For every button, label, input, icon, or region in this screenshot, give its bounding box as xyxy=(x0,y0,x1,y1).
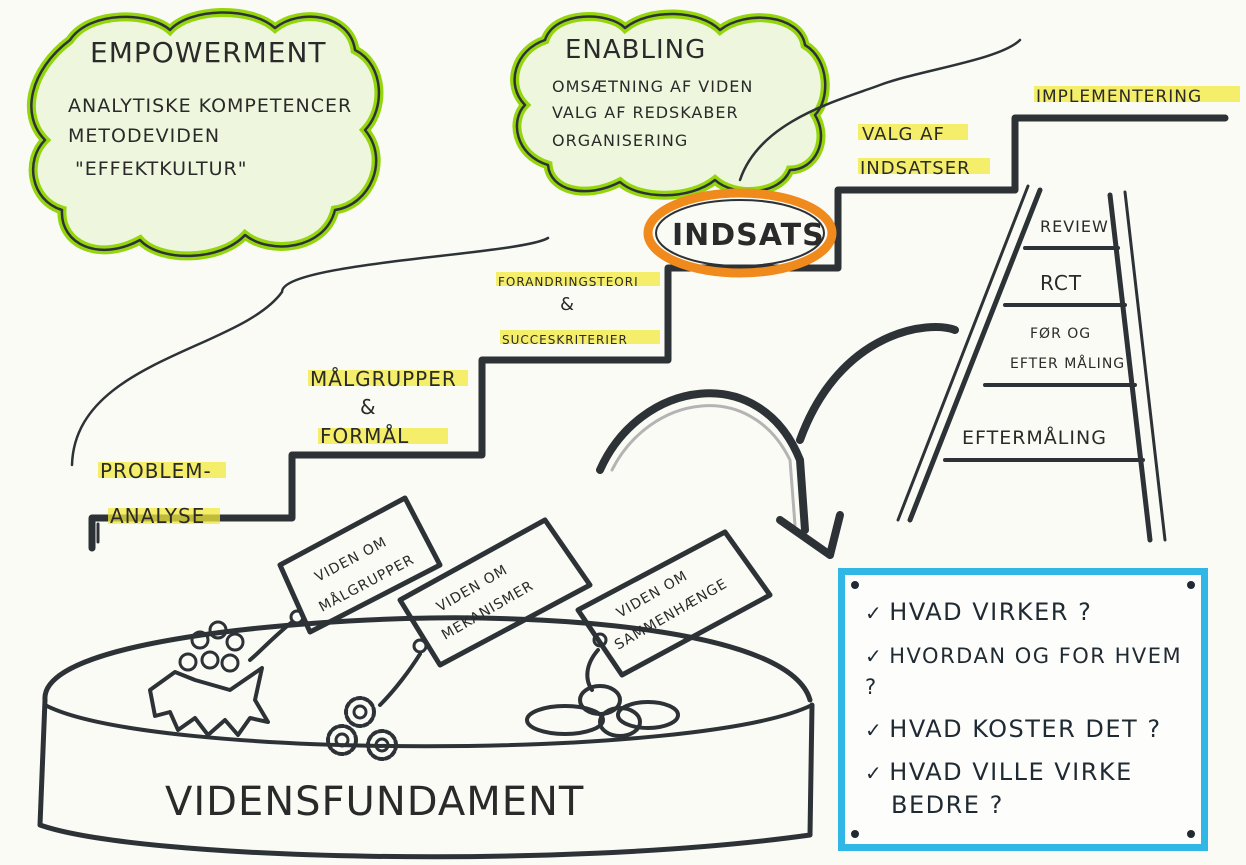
curved-arrows xyxy=(596,323,959,559)
enabling-brace xyxy=(738,38,1022,182)
step-problem-line2: ANALYSE xyxy=(110,504,205,528)
question-text: HVAD VILLE VIRKE xyxy=(889,758,1133,786)
enabling-line-2: VALG AF REDSKABER xyxy=(552,103,739,122)
question-item: ✓HVAD VILLE VIRKE xyxy=(865,757,1201,788)
question-item-continued: BEDRE ? xyxy=(865,790,1201,820)
step-forandring-line3: SUCCESKRITERIER xyxy=(502,333,628,347)
enabling-line-1: OMSÆTNING AF VIDEN xyxy=(552,77,753,96)
ladder-foer-og: FØR OG xyxy=(1030,326,1091,342)
check-icon: ✓ xyxy=(865,601,884,625)
question-item: ✓HVAD VIRKER ? xyxy=(865,597,1201,628)
empowerment-title: EMPOWERMENT xyxy=(90,36,327,69)
step-implementation: IMPLEMENTERING xyxy=(1034,86,1240,107)
empowerment-line-3: "EFFEKTKULTUR" xyxy=(75,158,247,180)
tag-correlations: VIDEN OM SAMMENHÆNGE xyxy=(575,529,773,692)
step-maalgrupper-line1: MÅLGRUPPER xyxy=(310,367,457,391)
questions-list: ✓HVAD VIRKER ? ✓HVORDAN OG FOR HVEM ? ✓H… xyxy=(845,575,1201,820)
step-problem-line1: PROBLEM- xyxy=(100,459,212,483)
questions-box: ✓HVAD VIRKER ? ✓HVORDAN OG FOR HVEM ? ✓H… xyxy=(838,568,1208,851)
enabling-cloud: ENABLING OMSÆTNING AF VIDEN VALG AF REDS… xyxy=(510,9,830,200)
question-text: HVAD VIRKER ? xyxy=(889,598,1093,626)
check-icon: ✓ xyxy=(865,761,884,785)
staircase xyxy=(88,114,1229,552)
foundation-label: VIDENSFUNDAMENT xyxy=(165,779,584,825)
tag-mechanisms: VIDEN OM MEKANISMER xyxy=(378,517,593,707)
ladder-rct: RCT xyxy=(1040,271,1082,295)
pin-icon xyxy=(1187,581,1195,589)
question-text: HVAD KOSTER DET ? xyxy=(889,715,1162,743)
empowerment-cloud: EMPOWERMENT ANALYTISKE KOMPETENCER METOD… xyxy=(26,8,384,261)
step-maalgrupper-line3: FORMÅL xyxy=(320,424,409,448)
step-choice-of-interventions: VALG AF INDSATSER xyxy=(858,124,990,179)
question-item: ✓HVAD KOSTER DET ? xyxy=(865,714,1201,745)
step-forandring-line2: & xyxy=(560,294,575,315)
ladder-review: REVIEW xyxy=(1040,217,1109,236)
ladder-efter-maaling: EFTER MÅLING xyxy=(1010,355,1125,372)
tag-target-groups: VIDEN OM MÅLGRUPPER xyxy=(248,495,443,662)
empowerment-brace xyxy=(70,236,550,467)
pin-icon xyxy=(851,830,859,838)
empowerment-line-2: METODEVIDEN xyxy=(68,125,220,147)
people-group-icon xyxy=(148,620,270,737)
question-text: HVORDAN OG FOR HVEM ? xyxy=(865,644,1183,699)
question-text: BEDRE ? xyxy=(891,791,1004,819)
question-item: ✓HVORDAN OG FOR HVEM ? xyxy=(865,640,1201,702)
check-icon: ✓ xyxy=(865,718,884,742)
step-theory-of-change: FORANDRINGSTEORI & SUCCESKRITERIER xyxy=(496,272,660,347)
step-problem-analysis: PROBLEM- ANALYSE xyxy=(98,459,226,528)
ladder-eftermaaling: EFTERMÅLING xyxy=(962,426,1107,449)
chain-links-icon xyxy=(525,684,680,738)
pin-icon xyxy=(1187,830,1195,838)
enabling-title: ENABLING xyxy=(565,35,706,65)
step-maalgrupper-line2: & xyxy=(360,395,377,419)
empowerment-line-1: ANALYTISKE KOMPETENCER xyxy=(68,95,352,117)
step-forandring-line1: FORANDRINGSTEORI xyxy=(498,275,639,289)
check-icon: ✓ xyxy=(865,644,884,668)
knowledge-foundation: VIDENSFUNDAMENT xyxy=(37,615,815,860)
pin-icon xyxy=(851,581,859,589)
step-valg-line1: VALG AF xyxy=(862,124,945,145)
step-valg-line2: INDSATSER xyxy=(860,158,971,179)
indsats-badge: INDSATS xyxy=(643,188,837,278)
step-implementering: IMPLEMENTERING xyxy=(1036,87,1202,107)
enabling-line-3: ORGANISERING xyxy=(552,131,688,150)
evidence-ladder: REVIEW RCT FØR OG EFTER MÅLING EFTERMÅLI… xyxy=(896,184,1167,543)
indsats-label: INDSATS xyxy=(672,218,825,253)
gears-icon xyxy=(326,696,398,761)
step-target-groups: MÅLGRUPPER & FORMÅL xyxy=(308,367,468,448)
